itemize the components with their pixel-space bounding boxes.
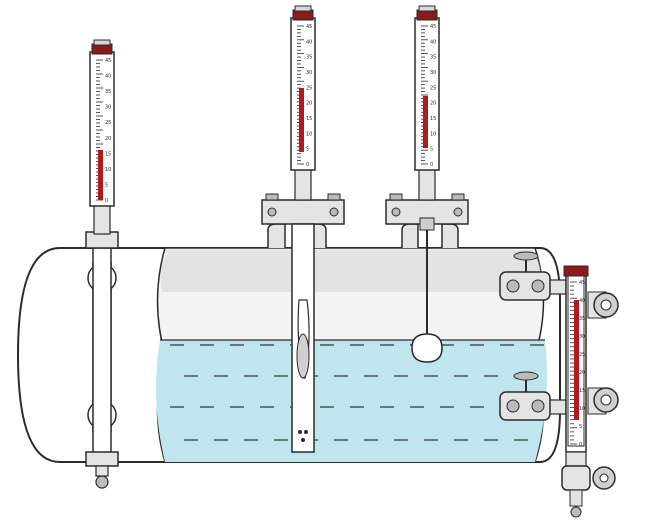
scale-tick-label: 10 <box>306 131 312 137</box>
scale-tick-label: 10 <box>105 167 111 173</box>
float-chamber <box>296 299 310 379</box>
tank-inner-shadow <box>160 250 542 292</box>
scale-tick-label: 5 <box>579 424 582 430</box>
scale-tick-label: 35 <box>306 55 312 61</box>
right-top-gauge-neck <box>418 167 436 201</box>
scale-tick-label: 45 <box>105 58 111 64</box>
scale-tick-label: 20 <box>105 136 111 142</box>
side-drain-valve-icon <box>561 465 616 518</box>
scale-tick-label: 45 <box>579 280 585 286</box>
upper-switch-icon <box>587 291 619 319</box>
scale-tick-label: 20 <box>430 101 436 107</box>
center-gauge-red-indicator <box>299 88 304 152</box>
left-magnetic-gauge: 0 5 10 15 20 25 30 35 40 45 <box>85 39 119 489</box>
scale-tick-label: 35 <box>579 316 585 322</box>
scale-tick-label: 15 <box>105 151 111 157</box>
scale-tick-label: 30 <box>579 334 585 340</box>
side-gauge-cap <box>563 265 589 277</box>
scale-tick-label: 45 <box>430 24 436 30</box>
scale-tick-label: 20 <box>306 101 312 107</box>
scale-tick-label: 30 <box>306 70 312 76</box>
center-gauge-neck <box>294 167 312 201</box>
nozzle-center <box>267 223 286 248</box>
lower-switch-icon <box>587 387 619 415</box>
scale-tick-label: 25 <box>105 120 111 126</box>
scale-tick-label: 25 <box>579 352 585 358</box>
scale-tick-label: 45 <box>306 24 312 30</box>
side-gauge-scale: 0 5 10 15 20 25 30 35 40 45 <box>570 280 585 448</box>
scale-tick-label: 5 <box>306 147 309 153</box>
scale-tick-label: 25 <box>306 85 312 91</box>
liquid-volume <box>156 340 548 462</box>
right-top-magnetic-gauge: 0 5 10 15 20 25 30 35 40 45 <box>385 5 469 363</box>
left-gauge-neck <box>93 203 111 235</box>
horizontal-tank <box>16 247 561 463</box>
scale-tick-label: 5 <box>430 147 433 153</box>
upper-valve-handwheel-icon <box>499 251 551 301</box>
lower-valve-handwheel-icon <box>499 371 551 421</box>
drain-valve-icon <box>95 465 109 489</box>
scale-tick-label: 35 <box>105 89 111 95</box>
scale-tick-label: 40 <box>105 74 111 80</box>
left-bottom-flange <box>85 451 119 467</box>
side-gauge-red-indicator <box>574 300 579 420</box>
side-mounted-gauge: 0 5 10 15 20 25 30 35 40 45 <box>499 251 619 518</box>
scale-tick-label: 15 <box>579 388 585 394</box>
scale-tick-label: 20 <box>579 370 585 376</box>
scale-tick-label: 0 <box>306 162 309 168</box>
right-top-gauge-red-indicator <box>423 96 428 148</box>
scale-tick-label: 30 <box>430 70 436 76</box>
center-magnetic-gauge: 0 5 10 15 20 25 30 35 40 45 <box>261 5 345 453</box>
scale-tick-label: 40 <box>306 39 312 45</box>
float-ball-icon <box>411 333 443 363</box>
nozzle-right <box>401 223 419 248</box>
right-top-gauge-scale: 0 5 10 15 20 25 30 35 40 45 <box>421 24 436 168</box>
scale-tick-label: 0 <box>430 162 433 168</box>
scale-tick-label: 5 <box>105 182 108 188</box>
scale-tick-label: 40 <box>430 39 436 45</box>
scale-tick-label: 10 <box>430 131 436 137</box>
scale-tick-label: 15 <box>306 116 312 122</box>
scale-tick-label: 15 <box>430 116 436 122</box>
scale-tick-label: 30 <box>105 105 111 111</box>
scale-tick-label: 25 <box>430 85 436 91</box>
scale-tick-label: 40 <box>579 298 585 304</box>
scale-tick-label: 10 <box>579 406 585 412</box>
scale-tick-label: 35 <box>430 55 436 61</box>
scale-tick-label: 0 <box>105 198 108 204</box>
left-gauge-red-indicator <box>98 150 103 200</box>
scale-tick-label: 0 <box>579 442 582 448</box>
